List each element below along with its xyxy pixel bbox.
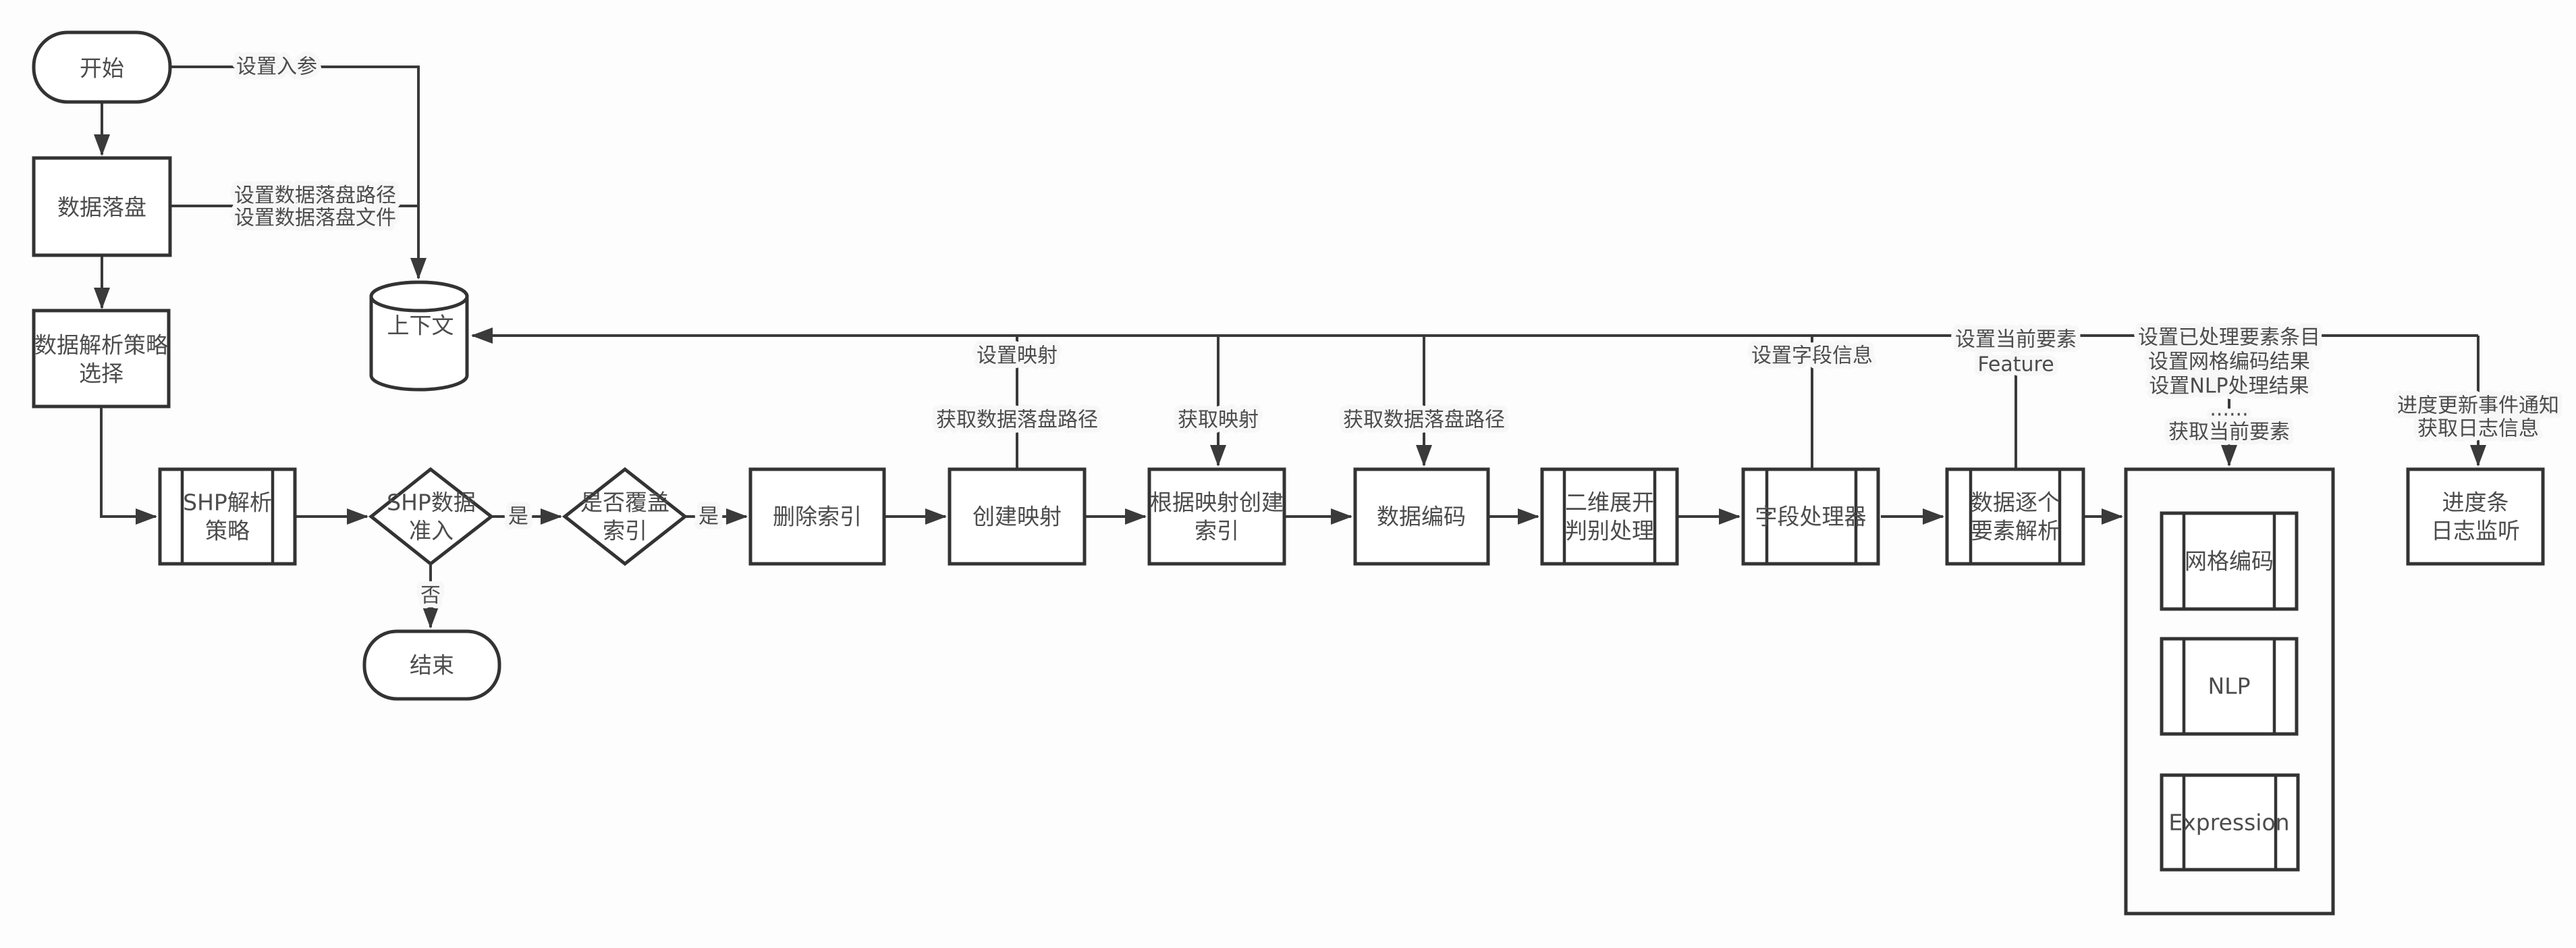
context-cylinder-top (369, 280, 469, 313)
label-ellipsis: ...... (2210, 398, 2248, 421)
shp-parse-strategy-label-line2: 策略 (205, 518, 250, 544)
expression-label: Expression (2168, 810, 2289, 836)
node-create-mapping: 创建映射 (948, 467, 1087, 566)
nlp-bars (2182, 639, 2276, 734)
node-expression: Expression (2160, 773, 2300, 872)
field-processor-bars (1765, 469, 1858, 564)
node-create-index-by-mapping: 根据映射创建 索引 (1147, 467, 1286, 566)
overwrite-index-label-line1: 是否覆盖 (580, 490, 669, 516)
label-set-nlp-result: 设置NLP处理结果 (2149, 375, 2309, 398)
shp-data-admission-label-line1: SHP数据 (387, 490, 476, 516)
label-get-landing-path-2: 获取数据落盘路径 (1343, 409, 1505, 432)
node-end: 结束 (362, 629, 501, 701)
node-field-processor: 字段处理器 (1741, 467, 1880, 566)
node-nlp: NLP (2160, 637, 2299, 736)
label-set-landing-path: 设置数据落盘路径 (234, 184, 396, 208)
edges (94, 65, 2486, 629)
edge-labels: 设置入参 设置数据落盘路径 设置数据落盘文件 是 否 是 设置映射 获取数据落盘… (229, 51, 2564, 612)
label-get-mapping: 获取映射 (1178, 409, 1259, 432)
parse-feature-shape (1945, 467, 2085, 566)
overwrite-index-diamond (561, 467, 688, 567)
shp-data-admission-diamond (368, 467, 495, 567)
shp-parse-strategy-label-line1: SHP解析 (183, 490, 272, 516)
label-admission-yes: 是 (508, 505, 528, 529)
label-set-input-params: 设置入参 (236, 55, 317, 79)
start-label: 开始 (80, 55, 124, 82)
progress-log-listener-label-line1: 进度条 (2442, 490, 2509, 516)
node-parser-container: 网格编码 NLP Expression (2124, 467, 2335, 916)
node-shp-data-admission: SHP数据 准入 (368, 467, 495, 567)
node-parse-strategy-select: 数据解析策略 选择 (32, 309, 171, 409)
node-data-encoding: 数据编码 (1353, 467, 1490, 566)
context-label: 上下文 (387, 313, 454, 339)
node-delete-index: 删除索引 (748, 467, 886, 566)
label-get-current-feature: 获取当前要素 (2168, 421, 2290, 444)
create-index-by-mapping-label-line2: 索引 (1195, 518, 1239, 544)
label-set-processed-feature-count: 设置已处理要素条目 (2138, 326, 2320, 350)
node-start: 开始 (32, 30, 172, 104)
shp-parse-strategy-bars (180, 469, 275, 564)
parse-strategy-select-label-line2: 选择 (79, 361, 124, 387)
data-encoding-shape (1353, 467, 1490, 566)
create-index-by-mapping-label-line1: 根据映射创建 (1150, 490, 1284, 516)
two-dim-expand-judge-shape (1540, 467, 1679, 566)
data-landing-shape (32, 156, 172, 257)
parser-container-shape (2124, 467, 2335, 916)
label-get-landing-path-1: 获取数据落盘路径 (936, 409, 1098, 432)
edge-strategyselect-to-shpstrategy (100, 408, 157, 525)
end-shape (362, 629, 501, 701)
node-parse-feature-one-by-one: 数据逐个 要素解析 (1945, 467, 2085, 566)
field-processor-label: 字段处理器 (1755, 504, 1867, 530)
label-set-current-feature-line2: Feature (1977, 353, 2054, 377)
delete-index-label: 删除索引 (773, 504, 862, 530)
label-set-field-info: 设置字段信息 (1751, 344, 1873, 368)
node-context-datastore: 上下文 (369, 280, 469, 392)
parse-strategy-select-label-line1: 数据解析策略 (34, 332, 168, 359)
label-set-mapping: 设置映射 (977, 344, 1058, 368)
label-overwrite-yes: 是 (698, 505, 719, 529)
label-progress-update-event: 进度更新事件通知 (2397, 394, 2559, 418)
edge-start-to-context (170, 65, 427, 280)
node-shp-parse-strategy: SHP解析 策略 (158, 467, 297, 566)
delete-index-shape (748, 467, 886, 566)
shp-data-admission-label-line2: 准入 (409, 518, 454, 544)
end-label: 结束 (410, 652, 454, 679)
label-set-current-feature-line1: 设置当前要素 (1955, 328, 2077, 352)
node-grid-encoding: 网格编码 (2160, 511, 2299, 611)
parse-feature-label-line2: 要素解析 (1971, 518, 2060, 544)
grid-encoding-bars (2182, 513, 2276, 609)
parse-strategy-select-shape (32, 309, 171, 409)
node-two-dim-expand-judge: 二维展开 判别处理 (1540, 467, 1679, 566)
create-mapping-label: 创建映射 (972, 504, 1062, 530)
progress-log-listener-shape (2406, 467, 2545, 566)
shp-parse-strategy-shape (158, 467, 297, 566)
node-overwrite-index-decision: 是否覆盖 索引 (561, 467, 688, 567)
two-dim-expand-judge-bars (1562, 469, 1657, 564)
node-progress-log-listener: 进度条 日志监听 (2406, 467, 2545, 566)
label-set-grid-encoding-result: 设置网格编码结果 (2148, 350, 2310, 374)
grid-encoding-label: 网格编码 (2185, 548, 2274, 575)
create-index-by-mapping-shape (1147, 467, 1286, 566)
label-get-log-info: 获取日志信息 (2417, 417, 2539, 441)
nlp-label: NLP (2208, 673, 2251, 700)
label-set-landing-file: 设置数据落盘文件 (234, 207, 396, 230)
overwrite-index-label-line2: 索引 (603, 518, 647, 544)
two-dim-expand-judge-label-line2: 判别处理 (1565, 518, 1654, 544)
data-landing-label: 数据落盘 (57, 194, 146, 221)
label-admission-no: 否 (420, 584, 441, 608)
parse-feature-label-line1: 数据逐个 (1971, 490, 2060, 516)
parse-feature-bars (1969, 469, 2062, 564)
data-encoding-label: 数据编码 (1377, 504, 1466, 530)
expression-bars (2182, 775, 2278, 870)
start-shape (32, 30, 172, 104)
two-dim-expand-judge-label-line1: 二维展开 (1565, 490, 1654, 516)
progress-log-listener-label-line2: 日志监听 (2431, 518, 2520, 544)
node-data-landing: 数据落盘 (32, 156, 172, 257)
create-mapping-shape (948, 467, 1087, 566)
